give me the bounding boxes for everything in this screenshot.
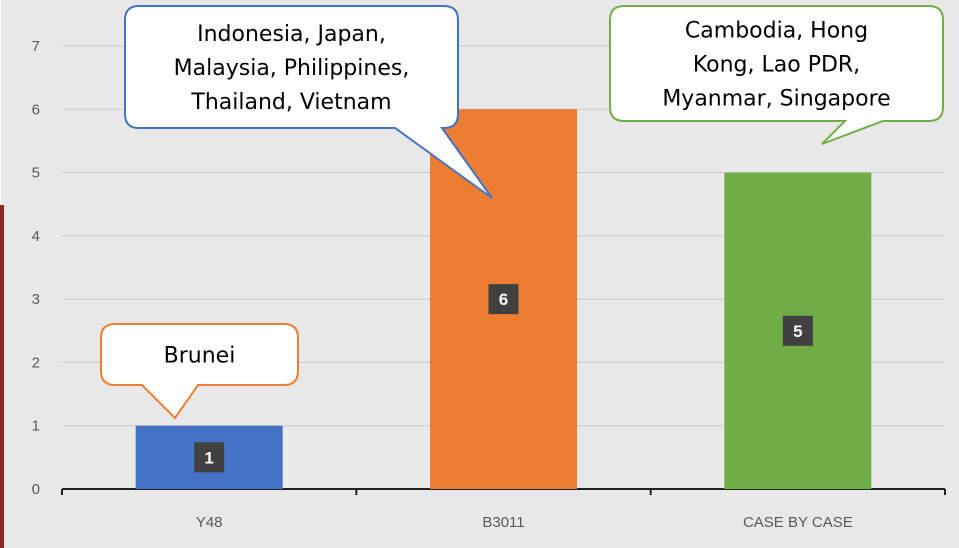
data-label: 5 [793,322,802,341]
callout-text-line: Cambodia, Hong [685,19,868,44]
y-tick-label: 7 [32,38,40,55]
x-tick-label: B3011 [482,514,524,531]
y-tick-label: 5 [32,165,40,182]
x-tick-label: CASE BY CASE [743,514,853,531]
y-tick-label: 6 [32,101,40,118]
callout-text-line: Myanmar, Singapore [662,87,890,112]
y-tick-label: 2 [32,354,40,371]
callout-text-line: Kong, Lao PDR, [693,53,860,78]
callout-text-line: Indonesia, Japan, [197,22,386,47]
y-tick-label: 3 [32,291,40,308]
data-label-box [194,442,225,473]
data-label: 6 [499,290,508,309]
data-label-box [782,315,813,346]
callout-bubble [124,5,493,199]
callout-text-line: Thailand, Vietnam [190,90,391,115]
x-tick-label: Y48 [196,514,223,531]
callout-text-line: Brunei [164,344,236,369]
callout-bubble [609,5,944,145]
y-tick-label: 0 [32,481,40,498]
callout-text-line: Malaysia, Philippines, [174,56,410,81]
callout-bubble [100,323,299,420]
left-accent-bar [0,205,4,548]
y-tick-label: 1 [32,418,40,435]
y-tick-label: 4 [32,228,40,245]
data-label: 1 [204,448,213,467]
data-label-box [488,284,519,315]
